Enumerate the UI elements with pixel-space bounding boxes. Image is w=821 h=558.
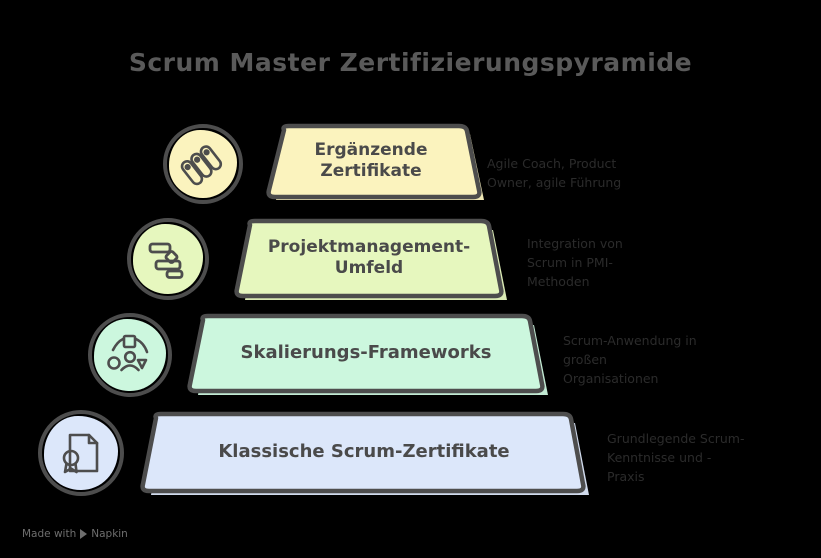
- documents-list-icon: [180, 145, 223, 186]
- certificate-document-icon: [62, 433, 99, 474]
- level-3-band[interactable]: Skalierungs-Frameworks: [183, 312, 549, 395]
- level-3-icon-badge[interactable]: [88, 313, 172, 397]
- level-1-annotation-line1: Agile Coach, Product: [487, 156, 617, 171]
- level-4-annotation-line1: Grundlegende Scrum-: [607, 431, 745, 446]
- level-4-icon-blob: [44, 416, 118, 490]
- level-2-icon-badge[interactable]: [127, 218, 209, 300]
- level-4-annotation: Grundlegende Scrum- Kenntnisse und - Pra…: [607, 430, 792, 486]
- level-4-band[interactable]: Klassische Scrum-Zertifikate: [138, 410, 590, 495]
- gantt-chart-icon: [148, 242, 184, 279]
- watermark-brand: Napkin: [91, 528, 128, 540]
- level-4-annotation-line3: Praxis: [607, 468, 645, 484]
- level-2-annotation-line2: Scrum in PMI-: [527, 254, 613, 270]
- level-4-trapezoid: [140, 411, 586, 494]
- level-1-trapezoid: [266, 123, 482, 200]
- napkin-watermark[interactable]: Made with Napkin: [22, 528, 128, 540]
- napkin-logo-icon: [80, 529, 88, 539]
- level-3-annotation-line1: Scrum-Anwendung in: [563, 333, 697, 348]
- level-3-icon-blob: [94, 319, 166, 391]
- level-1-band[interactable]: Ergänzende Zertifikate: [258, 122, 484, 200]
- level-2-annotation: Integration von Scrum in PMI- Methoden: [527, 235, 702, 291]
- level-3-trapezoid: [187, 313, 545, 394]
- level-3-annotation: Scrum-Anwendung in großen Organisationen: [563, 332, 743, 388]
- level-1-annotation-line2: Owner, agile Führung: [487, 174, 622, 190]
- level-4-annotation-line2: Kenntnisse und -: [607, 449, 712, 465]
- page-title: Scrum Master Zertifizierungspyramide: [128, 48, 693, 77]
- level-2-annotation-line1: Integration von: [527, 236, 623, 251]
- level-1-icon-badge[interactable]: [163, 124, 243, 204]
- level-2-trapezoid: [234, 218, 504, 299]
- level-2-band[interactable]: Projektmanagement- Umfeld: [228, 217, 510, 300]
- level-3-annotation-line2: großen: [563, 351, 607, 367]
- level-1-icon-blob: [169, 130, 237, 198]
- team-network-icon: [107, 334, 149, 372]
- level-1-annotation: Agile Coach, Product Owner, agile Führun…: [487, 155, 662, 193]
- watermark-prefix: Made with: [22, 528, 77, 540]
- level-3-annotation-line3: Organisationen: [563, 370, 659, 386]
- level-2-annotation-line3: Methoden: [527, 273, 590, 289]
- level-4-icon-badge[interactable]: [38, 410, 124, 496]
